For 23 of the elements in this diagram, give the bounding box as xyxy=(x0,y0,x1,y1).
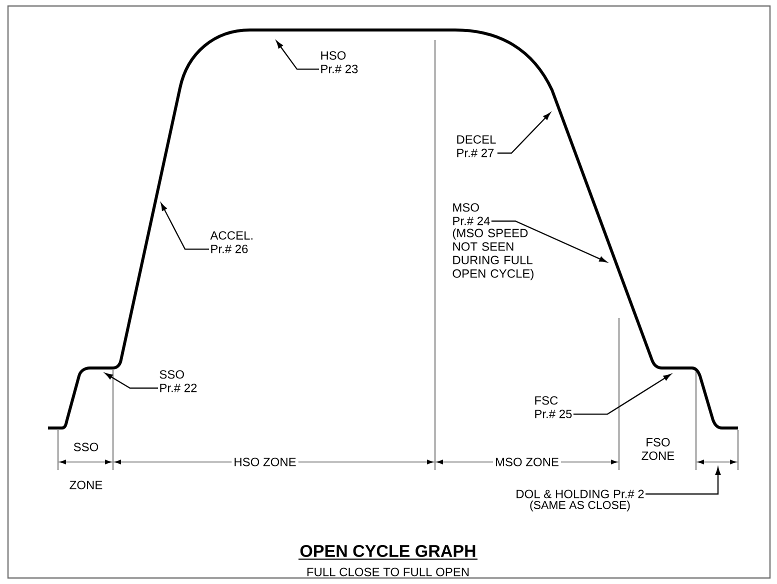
callout-text: ACCEL. Pr.# 26 xyxy=(210,231,252,254)
leader-line xyxy=(573,374,671,415)
zone-label: ZONE xyxy=(67,478,105,492)
zone-label: FSO ZONE xyxy=(635,438,681,460)
zone-label: SSO xyxy=(71,440,101,454)
zone-label: MSO ZONE xyxy=(493,456,561,468)
caption: FULL CLOSE TO FULL OPEN xyxy=(307,568,469,576)
leader-line xyxy=(497,112,550,154)
callout-text: HSO Pr.# 23 xyxy=(321,51,358,74)
callout-text: DECEL Pr.# 27 xyxy=(457,135,496,158)
note-text: (SAME AS CLOSE) xyxy=(530,500,630,512)
leader-line xyxy=(646,467,721,495)
leader-line xyxy=(105,372,158,389)
callout-text: SSO Pr.# 22 xyxy=(160,370,197,392)
leader-line xyxy=(160,203,209,250)
title: OPEN CYCLE GRAPH xyxy=(298,544,478,560)
callout-text: MSO Pr.# 24 xyxy=(453,203,490,226)
note-text: (MSO SPEED NOT SEEN DURING FULL OPEN CYCLE) xyxy=(452,228,534,280)
leader-line xyxy=(276,40,319,70)
zone-label: HSO ZONE xyxy=(232,456,298,468)
callout-text: FSC Pr.# 25 xyxy=(535,396,572,418)
leader-line xyxy=(491,220,607,262)
callout-text: DOL & HOLDING Pr.# 2 xyxy=(516,490,644,498)
